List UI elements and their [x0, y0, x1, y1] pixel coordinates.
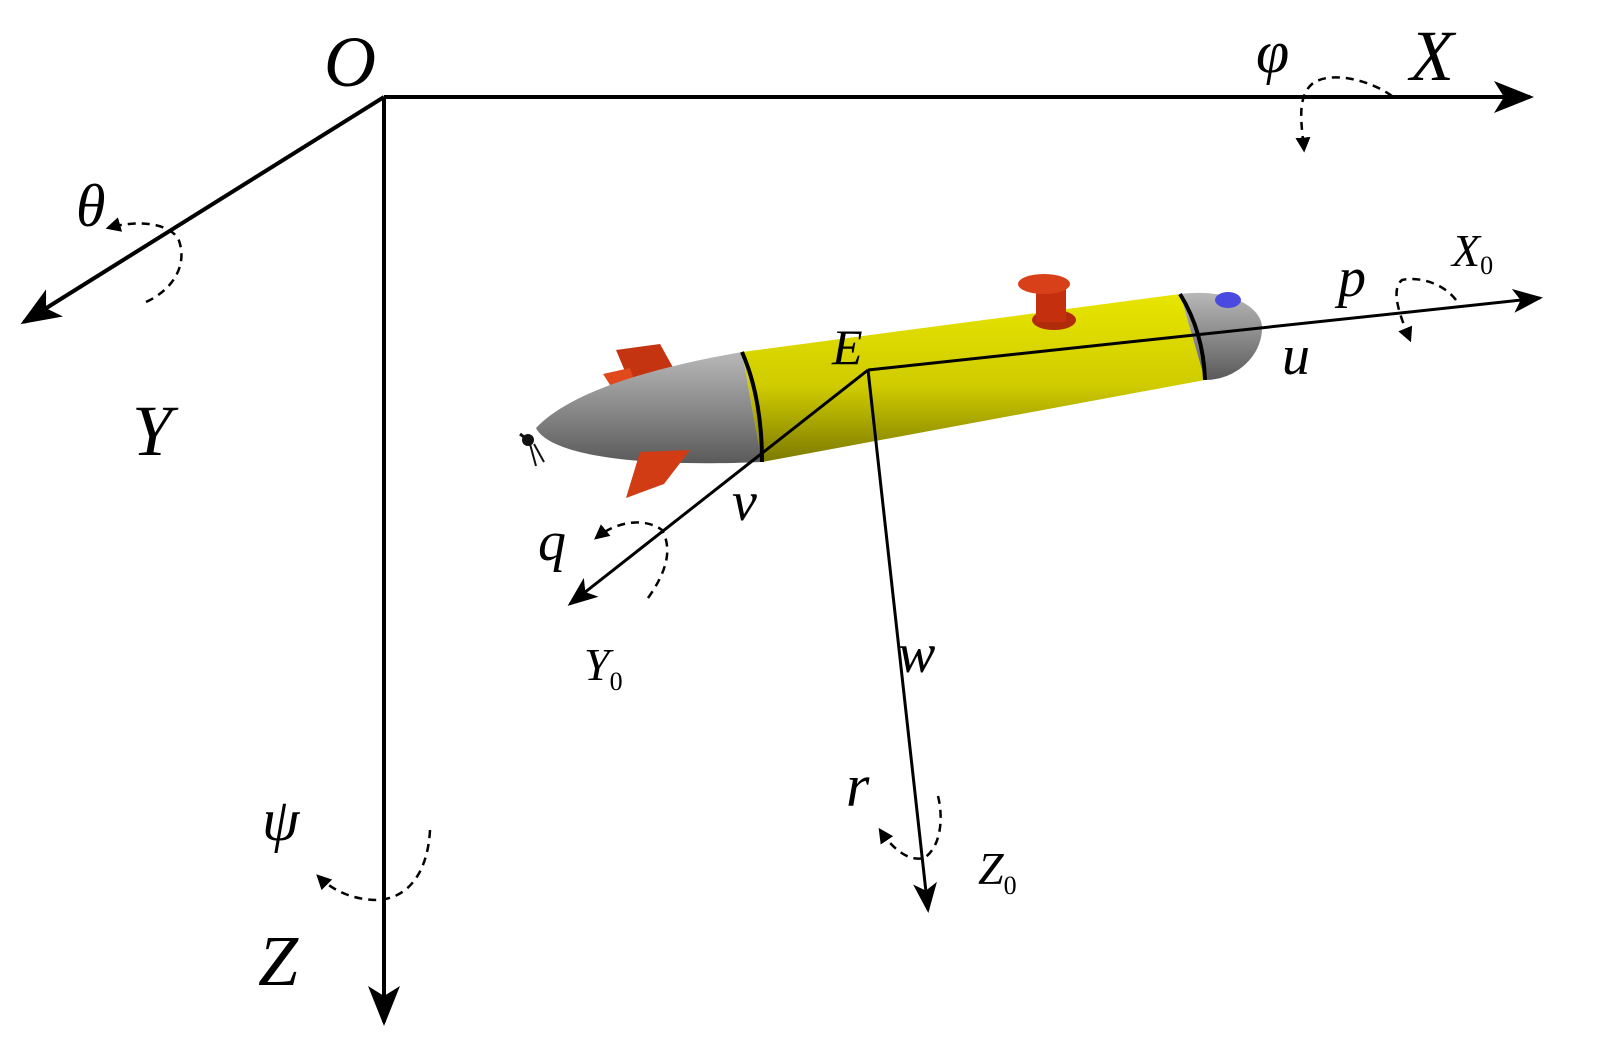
sensor-dome [1215, 292, 1241, 308]
body-y-letter: Y [584, 639, 614, 690]
rotation-arcs [105, 76, 1457, 902]
origin-o-label: O [324, 22, 376, 102]
p-rotation-arc [1395, 277, 1457, 343]
psi-label: ψ [262, 787, 301, 853]
body-axes [567, 288, 1543, 913]
tail-joint-line [740, 351, 764, 463]
theta-label: θ [76, 173, 105, 239]
body-y-subscript: 0 [610, 667, 623, 696]
u-velocity-label: u [1282, 325, 1310, 387]
auv-vehicle [519, 274, 1262, 498]
tail-cone [536, 352, 762, 464]
nose-cap [1180, 292, 1262, 380]
v-velocity-label: v [732, 471, 757, 533]
q-rotation-arc [594, 521, 669, 599]
y-axis-label: Y [132, 391, 179, 471]
propeller-icon [519, 432, 545, 467]
body-y-label: Y0 [584, 639, 623, 696]
z-axis-label: Z [258, 921, 299, 1001]
psi-rotation-arc [316, 829, 432, 902]
body-x-letter: X [1450, 225, 1482, 276]
origin-e-label: E [831, 319, 863, 375]
lower-fin [626, 450, 690, 498]
body-z-subscript: 0 [1004, 871, 1017, 900]
antenna-mast [1018, 274, 1076, 330]
phi-label: φ [1256, 19, 1289, 85]
phi-rotation-arc [1295, 76, 1393, 153]
global-y-axis [20, 95, 386, 325]
global-axes [20, 81, 1534, 1026]
body-x-label: X0 [1450, 225, 1493, 280]
body-x-axis [867, 288, 1543, 372]
body-x-subscript: 0 [1480, 251, 1493, 280]
x-axis-label: X [1407, 16, 1457, 96]
body-z-label: Z0 [978, 843, 1017, 900]
p-rotation-label: p [1334, 247, 1366, 309]
body-z-axis [866, 369, 937, 913]
body-y-axis [567, 368, 869, 606]
theta-rotation-arc [105, 217, 183, 304]
r-rotation-arc [878, 795, 942, 860]
main-hull [742, 294, 1205, 462]
w-velocity-label: w [898, 623, 935, 685]
r-rotation-label: r [846, 753, 870, 819]
body-z-letter: Z [978, 843, 1004, 894]
q-rotation-label: q [538, 511, 566, 573]
